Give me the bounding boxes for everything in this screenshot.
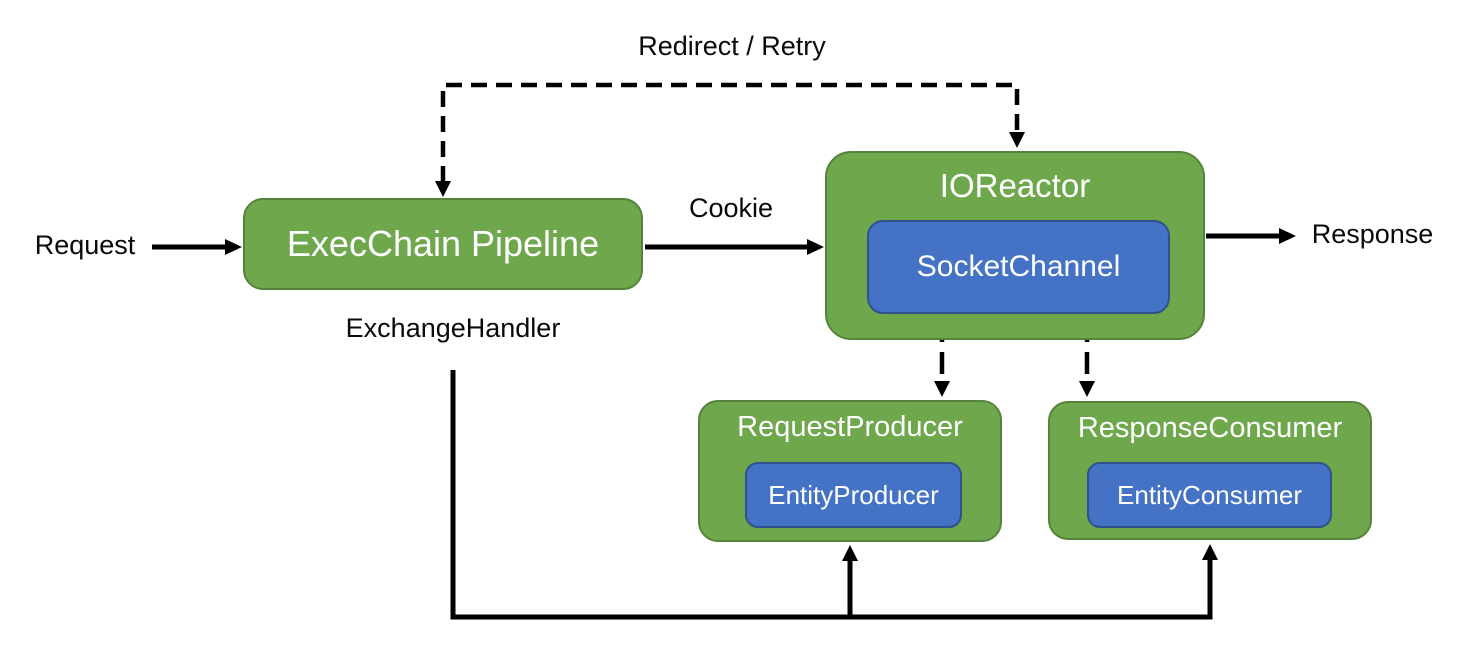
socketchannel-node: SocketChannel	[867, 220, 1170, 314]
response-arrowhead	[1279, 228, 1296, 244]
execchain-pipeline-node: ExecChain Pipeline	[243, 198, 643, 290]
redirect-arrowhead-ioreactor	[1009, 132, 1025, 148]
entityconsumer-node: EntityConsumer	[1087, 462, 1332, 528]
redirect-retry-label: Redirect / Retry	[638, 31, 826, 61]
entityconsumer-label: EntityConsumer	[1117, 479, 1302, 510]
requestproducer-up-arrowhead	[842, 545, 858, 561]
responseconsumer-label: ResponseConsumer	[1077, 412, 1343, 444]
request-arrow	[152, 239, 242, 255]
response-label: Response	[1311, 219, 1434, 249]
requestproducer-node: RequestProducer EntityProducer	[698, 400, 1002, 542]
entityproducer-label: EntityProducer	[768, 479, 939, 510]
entityproducer-node: EntityProducer	[745, 462, 962, 528]
redirect-arrowhead-execchain	[435, 181, 451, 197]
responseconsumer-up-arrowhead	[1202, 544, 1218, 560]
down-arrowhead	[934, 381, 950, 397]
ioreactor-node: IOReactor SocketChannel	[825, 151, 1205, 340]
cookie-arrow	[645, 239, 824, 255]
down-arrowhead	[1079, 381, 1095, 397]
requestproducer-label: RequestProducer	[737, 411, 963, 443]
request-label: Request	[34, 230, 136, 260]
exchangehandler-main-line	[450, 370, 1213, 620]
cookie-label: Cookie	[688, 193, 774, 223]
responseconsumer-node: ResponseConsumer EntityConsumer	[1048, 401, 1372, 540]
exchangehandler-connector	[450, 370, 1218, 620]
response-arrow	[1206, 228, 1296, 244]
socketchannel-label: SocketChannel	[916, 250, 1121, 283]
ioreactor-label: IOReactor	[939, 167, 1091, 204]
redirect-retry-connector	[435, 82, 1025, 197]
cookie-arrowhead	[807, 239, 824, 255]
redirect-retry-dashed-line	[440, 82, 1020, 182]
execchain-pipeline-label: ExecChain Pipeline	[286, 223, 600, 264]
request-arrowhead	[225, 239, 242, 255]
exchange-handler-label: ExchangeHandler	[345, 313, 561, 343]
